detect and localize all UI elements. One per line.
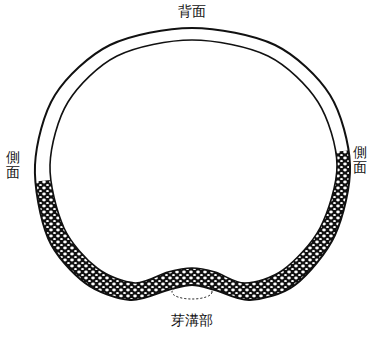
inner-wall <box>50 40 337 283</box>
side-label: 側面 <box>353 145 367 176</box>
wall-band <box>35 28 350 300</box>
side-label: 側面 <box>6 150 20 181</box>
region-label: 芽溝部 <box>171 313 213 330</box>
aperture-outline <box>172 285 212 299</box>
region-label: 背面 <box>178 4 206 21</box>
dotted-wall <box>35 28 350 300</box>
outer-wall <box>35 28 350 300</box>
